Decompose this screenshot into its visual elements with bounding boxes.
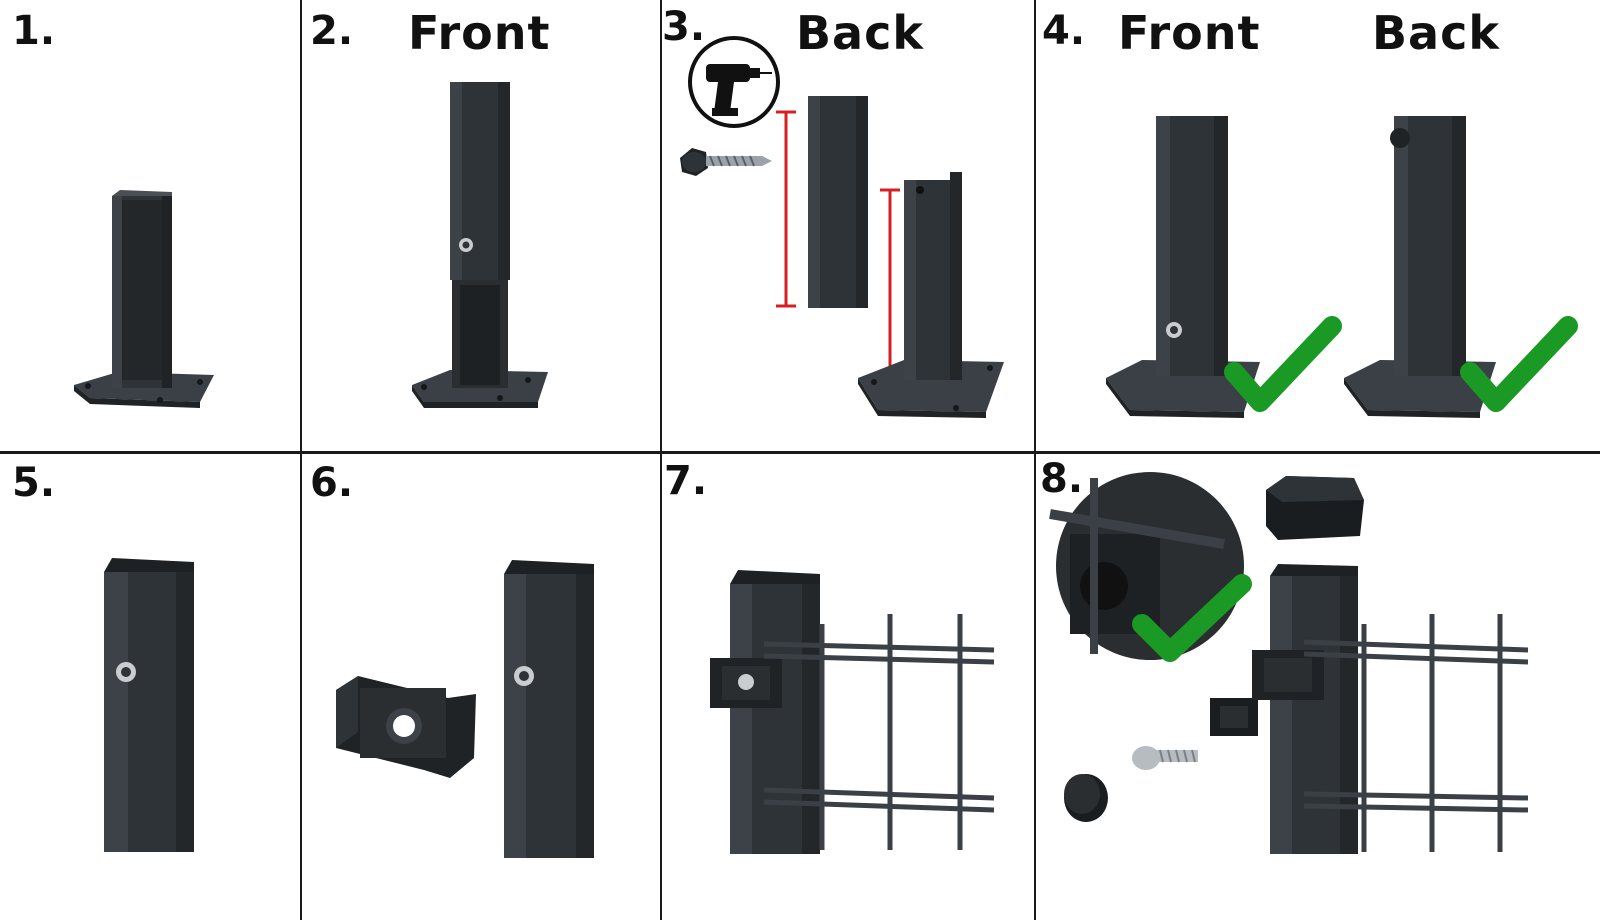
step-4-panel: 4. Front Back <box>1034 0 1600 451</box>
round-cap-icon <box>1064 774 1108 822</box>
check-icon <box>1460 316 1578 412</box>
step-number: 5. <box>12 460 56 506</box>
screw-icon <box>1132 746 1198 770</box>
clip-icon <box>336 676 476 778</box>
step-3-panel: 3. Back <box>660 0 1034 451</box>
step-5-panel: 5. <box>0 454 300 920</box>
post-cap-icon <box>1266 476 1364 540</box>
clip-icon <box>1210 698 1258 736</box>
mesh-panel <box>763 614 995 850</box>
post-on-base-illustration <box>412 82 548 408</box>
step-number: 2. <box>310 8 354 54</box>
step-1-panel: 1. <box>0 0 300 451</box>
screw-icon <box>680 148 772 176</box>
step-6-panel: 6. <box>300 454 660 920</box>
step-number: 8. <box>1040 456 1084 502</box>
grid-divider <box>300 0 302 920</box>
clip-and-post-illustration <box>336 560 594 858</box>
panel-fitting-illustration <box>710 570 995 854</box>
step-number: 1. <box>12 8 56 54</box>
check-icon <box>1224 316 1342 412</box>
grid-divider <box>0 451 1600 454</box>
front-label: Front <box>1118 6 1261 60</box>
measure-bracket-icon <box>776 110 796 308</box>
step-number: 7. <box>664 458 708 504</box>
measure-bracket-icon <box>880 188 900 388</box>
measure-illustration <box>680 36 1004 418</box>
step-number: 6. <box>310 460 354 506</box>
grid-divider <box>1034 0 1036 920</box>
check-icon <box>1132 574 1252 662</box>
drill-icon <box>688 36 780 128</box>
mesh-panel <box>1303 614 1529 852</box>
back-label: Back <box>796 6 924 60</box>
step-2-panel: 2. Front <box>300 0 660 451</box>
final-assembly-illustration <box>1049 472 1529 854</box>
back-label: Back <box>1372 6 1500 60</box>
step-number: 4. <box>1042 8 1086 54</box>
step-number: 3. <box>662 4 706 50</box>
step-8-panel: 8. <box>1034 454 1600 920</box>
step-7-panel: 7. <box>660 454 1034 920</box>
front-label: Front <box>408 6 551 60</box>
front-back-illustration <box>1106 116 1578 418</box>
post-illustration <box>104 558 194 852</box>
grid-divider <box>660 0 662 920</box>
post-base-illustration <box>74 190 214 408</box>
